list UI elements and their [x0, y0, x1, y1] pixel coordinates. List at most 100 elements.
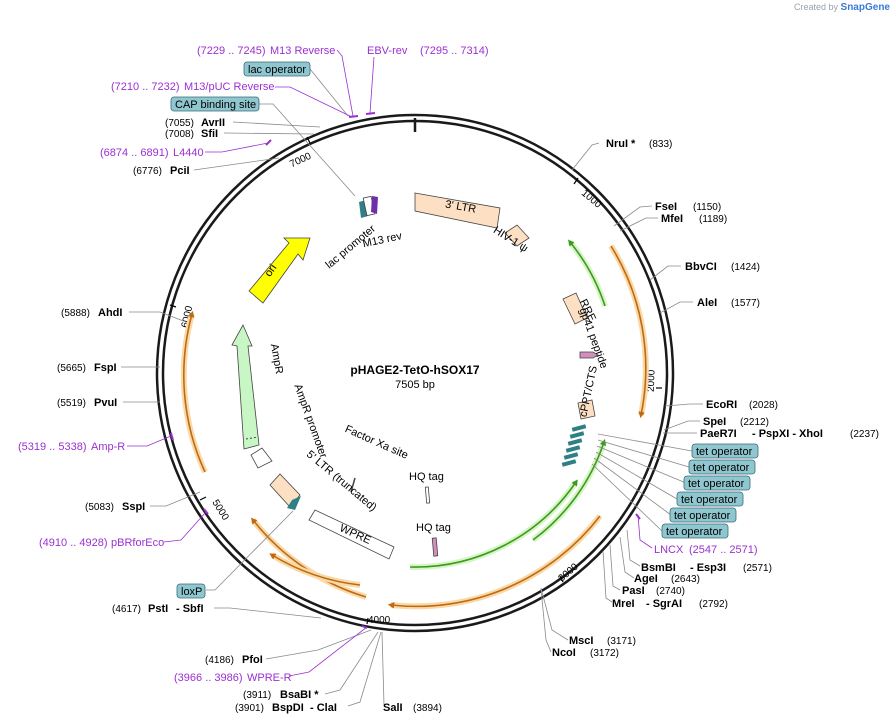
site-name: AleI	[697, 297, 717, 309]
site-extra: - Esp3I	[690, 562, 726, 574]
site-pos: (2792)	[699, 599, 728, 610]
site-name: MscI	[569, 635, 593, 647]
site-name: AgeI	[634, 573, 658, 585]
box-label: CAP binding site	[175, 99, 256, 111]
site-pos: (7055)	[165, 118, 194, 129]
site-name: BsaBI *	[280, 689, 319, 701]
site-extra: - SgrAI	[646, 598, 682, 610]
feature-label: AmpR promoter	[291, 382, 329, 459]
site-pos: (4617)	[112, 604, 141, 615]
snapgene-credit: Created by SnapGene	[794, 2, 890, 13]
site-pos: (2740)	[656, 586, 685, 597]
site-pos: (3894)	[413, 703, 442, 714]
ltr-5-marker	[287, 496, 301, 510]
snapgene-logo: SnapGene	[840, 2, 890, 13]
factor-xa-feature	[350, 477, 356, 493]
ori-feature	[248, 237, 311, 304]
site-pos: (5665)	[57, 363, 86, 374]
feature-label: WPRE	[338, 522, 373, 546]
gp41-peptide-feature	[579, 351, 599, 359]
primer-name: M13/pUC Reverse	[184, 81, 274, 93]
site-pos: (1150)	[693, 202, 721, 213]
restriction-sites-left: (7055) AvrII (7008) SfiI (6776) PciI (58…	[57, 117, 442, 714]
site-name: EcoRI	[706, 399, 737, 411]
backbone	[155, 113, 675, 633]
site-name: PfoI	[242, 654, 263, 666]
plasmid-length: 7505 bp	[395, 379, 435, 391]
site-pos: (2571)	[743, 563, 772, 574]
box-label: lac operator	[248, 64, 306, 76]
feature-label: 3' LTR	[444, 198, 477, 215]
site-name: AhdI	[98, 307, 122, 319]
ampr-promoter-feature	[250, 447, 273, 469]
ltr-3-feature	[414, 192, 501, 229]
primer-name: M13 Reverse	[270, 45, 335, 57]
primer-name: EBV-rev	[367, 45, 408, 57]
feature-label: ori	[262, 262, 279, 279]
box-label: loxP	[181, 586, 202, 598]
tet-operator-block	[561, 424, 587, 467]
site-pos: (5083)	[85, 502, 114, 513]
rre-feature	[562, 292, 588, 325]
site-pos: (4186)	[205, 655, 234, 666]
tick-label: 4000	[368, 615, 391, 626]
primer-labels: (7229 .. 7245) M13 Reverse EBV-rev (7295…	[18, 45, 758, 684]
tick-label: 2000	[646, 369, 658, 392]
site-pos: (3911)	[243, 690, 271, 701]
primer-pos: (6874 .. 6891)	[100, 147, 169, 159]
primer-name: LNCX	[654, 544, 684, 556]
ltr-5-feature	[269, 473, 301, 508]
site-name: AvrII	[201, 117, 225, 129]
primer-pos: (2547 .. 2571)	[689, 544, 758, 556]
site-pos: (1577)	[731, 298, 760, 309]
primer-name: Amp-R	[91, 441, 125, 453]
leader-lines	[121, 49, 703, 707]
site-extra: - SbfI	[176, 603, 204, 615]
plasmid-name: pHAGE2-TetO-hSOX17	[350, 363, 479, 377]
feature-label: 5' LTR (truncated)	[304, 449, 379, 514]
site-name: FseI	[655, 201, 677, 213]
site-pos: (7008)	[165, 129, 194, 140]
primer-pos: (5319 .. 5338)	[18, 441, 87, 453]
site-name: NruI *	[606, 138, 636, 150]
wpre-feature	[308, 509, 395, 560]
primer-pos: (7210 .. 7232)	[111, 81, 180, 93]
site-name: PvuI	[94, 397, 117, 409]
primer-pos: (7295 .. 7314)	[420, 45, 489, 57]
site-name: SspI	[122, 501, 145, 513]
box-label: tet operator	[674, 510, 731, 522]
feature-label: HQ tag	[409, 471, 444, 483]
feature-boxes: lac operator CAP binding site tet operat…	[170, 61, 759, 599]
site-pos: (5888)	[61, 308, 90, 319]
site-pos: (1189)	[699, 214, 727, 225]
site-name: BspDI	[272, 702, 304, 714]
orf-arcs	[180, 239, 649, 610]
m13-rev-feature	[371, 196, 378, 214]
site-name: MreI	[612, 598, 635, 610]
primer-name: pBRforEco	[111, 537, 164, 549]
tick-label: 5000	[209, 498, 230, 523]
site-name: FspI	[94, 362, 117, 374]
site-extra: - ClaI	[310, 702, 337, 714]
site-name: BbvCI	[685, 261, 717, 273]
hiv-psi-feature	[504, 224, 530, 247]
primer-name: L4440	[173, 147, 204, 159]
restriction-sites-right: NruI * (833) FseI (1150) MfeI (1189) Bbv…	[552, 138, 879, 659]
site-name: MfeI	[661, 213, 683, 225]
site-pos: (3901)	[235, 703, 264, 714]
site-pos: (6776)	[133, 166, 162, 177]
hq-tag-1-feature	[424, 486, 431, 504]
primer-name: WPRE-R	[247, 672, 292, 684]
feature-label: HQ tag	[416, 522, 451, 534]
primer-pos: (4910 .. 4928)	[39, 537, 108, 549]
box-label: tet operator	[666, 526, 723, 538]
site-pos: (5519)	[57, 398, 86, 409]
site-pos: (1424)	[731, 262, 760, 273]
site-name: SfiI	[201, 128, 218, 140]
primer-pos: (7229 .. 7245)	[197, 45, 266, 57]
hq-tag-2-feature	[431, 537, 439, 557]
site-pos: (833)	[649, 139, 672, 150]
feature-label: AmpR	[268, 343, 285, 375]
site-name: BsmBI	[641, 562, 676, 574]
